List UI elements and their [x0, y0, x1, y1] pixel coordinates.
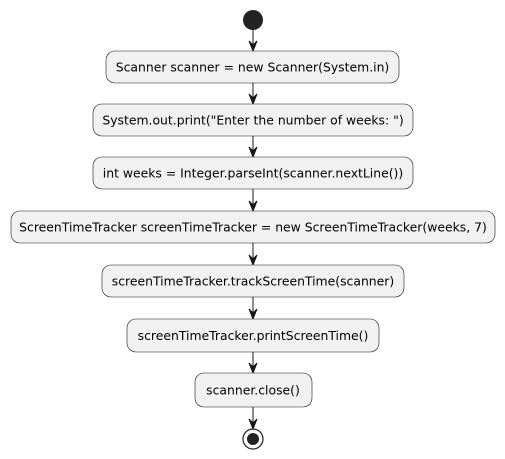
action-node-7: scanner.close()	[194, 372, 313, 408]
action-node-7-box	[194, 372, 313, 408]
action-node-2-box	[92, 103, 414, 137]
end-node-ring	[242, 428, 264, 450]
edge-n5-to-n6	[248, 297, 258, 321]
arrowhead	[248, 146, 258, 159]
action-node-4-label: ScreenTimeTracker screenTimeTracker = ne…	[19, 220, 487, 235]
start-node	[243, 10, 263, 30]
action-node-7-label: scanner.close()	[206, 383, 300, 398]
edge-n7-to-end	[248, 407, 258, 431]
action-node-5-box	[101, 264, 405, 298]
edge-n6-to-n7	[248, 352, 258, 375]
action-node-2: System.out.print("Enter the number of we…	[92, 103, 414, 137]
action-node-5-label: screenTimeTracker.trackScreenTime(scanne…	[112, 274, 394, 289]
end-node	[242, 428, 264, 450]
arrowhead	[248, 308, 258, 321]
action-node-2-label: System.out.print("Enter the number of we…	[102, 113, 403, 128]
arrowhead	[248, 200, 258, 213]
action-node-4: ScreenTimeTracker screenTimeTracker = ne…	[10, 210, 496, 244]
arrowhead	[248, 40, 258, 53]
arrowhead	[248, 418, 258, 431]
action-node-1: Scanner scanner = new Scanner(System.in)	[105, 50, 400, 84]
edge-n1-to-n2	[248, 83, 258, 106]
action-node-1-box	[105, 50, 400, 84]
edges	[248, 30, 258, 431]
edge-n3-to-n4	[248, 189, 258, 213]
action-node-6-label: screenTimeTracker.printScreenTime()	[138, 328, 369, 343]
edge-start-to-n1	[248, 30, 258, 53]
arrowhead	[248, 93, 258, 106]
action-node-6-box	[126, 318, 380, 353]
action-node-6: screenTimeTracker.printScreenTime()	[126, 318, 380, 353]
action-node-1-label: Scanner scanner = new Scanner(System.in)	[116, 60, 390, 75]
action-node-5: screenTimeTracker.trackScreenTime(scanne…	[101, 264, 405, 298]
end-node-dot	[247, 433, 259, 445]
arrowhead	[248, 254, 258, 267]
edge-n4-to-n5	[248, 243, 258, 267]
action-node-3: int weeks = Integer.parseInt(scanner.nex…	[92, 156, 414, 190]
action-node-4-box	[10, 210, 496, 244]
edge-n2-to-n3	[248, 136, 258, 159]
action-node-3-label: int weeks = Integer.parseInt(scanner.nex…	[103, 166, 403, 181]
arrowhead	[248, 362, 258, 375]
action-node-3-box	[92, 156, 414, 190]
